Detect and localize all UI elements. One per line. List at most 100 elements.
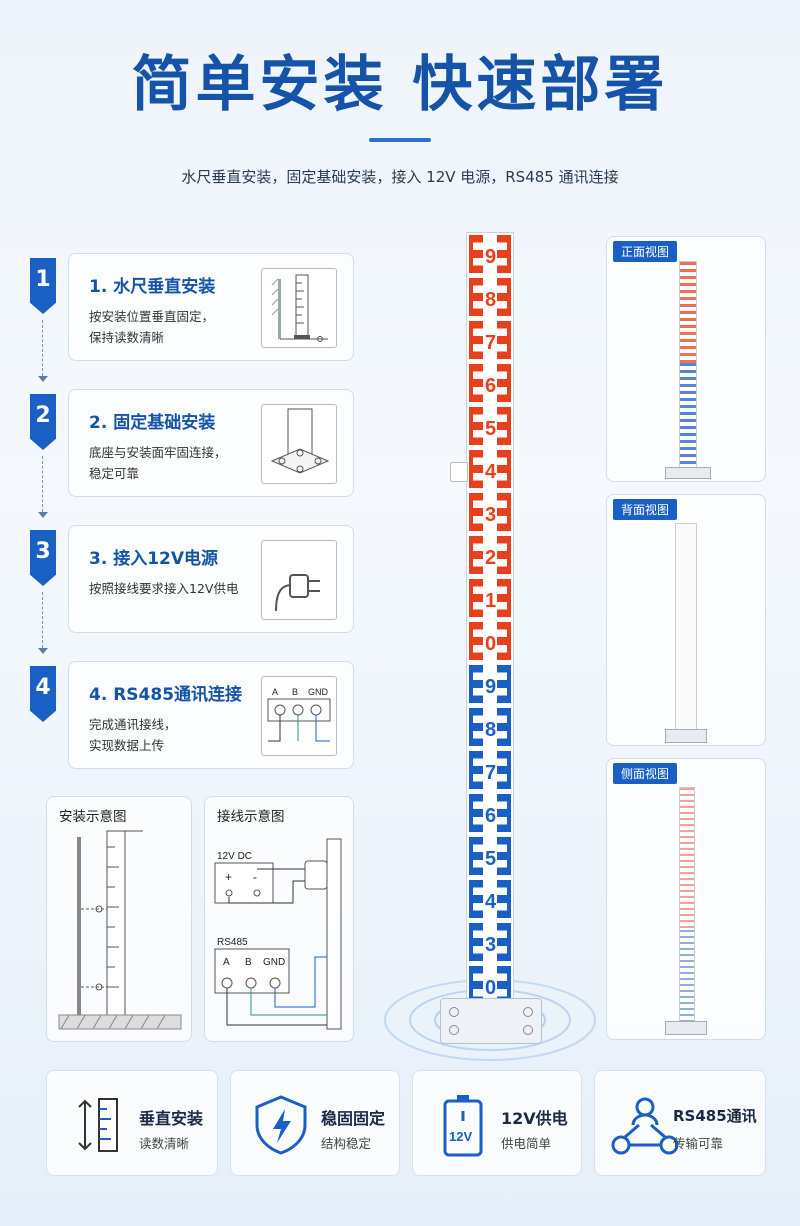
feature-title: RS485通讯	[673, 1107, 757, 1125]
vertical-install-illustration	[261, 268, 337, 348]
scale-e-mark-mirror	[497, 665, 511, 703]
scale-e-mark-mirror	[497, 235, 511, 273]
scale-e-mark	[469, 923, 483, 961]
pole-base-plate	[440, 998, 542, 1044]
scale-e-mark-mirror	[497, 493, 511, 531]
scale-e-mark	[469, 622, 483, 660]
scale-e-mark	[469, 751, 483, 789]
scale-e-mark-mirror	[497, 880, 511, 918]
scale-e-mark-mirror	[497, 407, 511, 445]
terminal-label: GND	[308, 687, 329, 697]
front-view-pole	[679, 261, 697, 473]
step-connector	[42, 456, 43, 512]
power-label: 12V DC	[217, 851, 252, 862]
scale-segment: 6	[467, 362, 513, 405]
feature-card-power: 12V 12V供电 供电简单	[412, 1070, 582, 1176]
feature-card-rs485: RS485通讯 传输可靠	[594, 1070, 766, 1176]
install-diagram	[58, 830, 182, 1030]
base-install-illustration	[261, 404, 337, 484]
step-card-1: 1. 水尺垂直安装 按安装位置垂直固定， 保持读数清晰	[68, 253, 354, 361]
battery-icon: 12V	[443, 1095, 483, 1157]
step-card-3: 3. 接入12V电源 按照接线要求接入12V供电	[68, 525, 354, 633]
step-title: 2. 固定基础安装	[89, 413, 216, 433]
scale-digit: 1	[485, 590, 497, 612]
terminal-label: B	[245, 957, 252, 968]
scale-digit: 3	[485, 934, 497, 956]
rs485-label: RS485	[217, 937, 248, 948]
step-badge-3: 3	[30, 530, 56, 586]
scale-e-mark	[469, 450, 483, 488]
scale-segment: 6	[467, 792, 513, 835]
scale-e-mark-mirror	[497, 966, 511, 1004]
page-subtitle: 水尺垂直安装，固定基础安装，接入 12V 电源，RS485 通讯连接	[181, 168, 619, 186]
scale-digit: 2	[485, 547, 497, 569]
scale-e-mark-mirror	[497, 837, 511, 875]
scale-digit: 4	[485, 891, 497, 913]
scale-e-mark-mirror	[497, 536, 511, 574]
scale-digit: 9	[485, 246, 497, 268]
scale-segment: 5	[467, 835, 513, 878]
scale-digit: 9	[485, 676, 497, 698]
step-badge-1: 1	[30, 258, 56, 314]
scale-digit: 5	[485, 418, 497, 440]
scale-e-mark-mirror	[497, 579, 511, 617]
scale-segment: 3	[467, 921, 513, 964]
front-view-card: 正面视图	[606, 236, 766, 482]
wiring-diagram: 12V DC + - RS485 A B GND	[214, 838, 342, 1030]
terminal-label: A	[223, 957, 230, 968]
scale-segment: 9	[467, 233, 513, 276]
scale-e-mark	[469, 278, 483, 316]
diagram-title: 接线示意图	[217, 809, 285, 825]
view-tag: 侧面视图	[613, 763, 678, 784]
feature-title: 12V供电	[501, 1109, 568, 1128]
feature-sub: 结构稳定	[321, 1136, 372, 1151]
scale-segment: 8	[467, 706, 513, 749]
step-title: 4. RS485通讯连接	[89, 685, 243, 705]
scale-e-mark-mirror	[497, 321, 511, 359]
terminal-label: GND	[263, 957, 285, 968]
scale-e-mark	[469, 708, 483, 746]
pole-bracket	[450, 462, 468, 482]
feature-title: 稳固固定	[321, 1109, 386, 1128]
scale-e-mark	[469, 536, 483, 574]
step-connector	[42, 320, 43, 376]
scale-segment: 0	[467, 964, 513, 1007]
network-icon	[611, 1097, 679, 1155]
scale-e-mark	[469, 665, 483, 703]
scale-e-mark	[469, 235, 483, 273]
step-title: 3. 接入12V电源	[89, 549, 219, 569]
scale-e-mark	[469, 493, 483, 531]
scale-segment: 2	[467, 534, 513, 577]
scale-e-mark-mirror	[497, 450, 511, 488]
scale-segment: 1	[467, 577, 513, 620]
view-tag: 背面视图	[613, 499, 678, 520]
connector-arrow-icon	[38, 648, 48, 654]
scale-e-mark-mirror	[497, 708, 511, 746]
step-desc: 底座与安装面牢固连接， 稳定可靠	[89, 445, 227, 481]
scale-digit: 7	[485, 332, 497, 354]
scale-digit: 4	[485, 461, 497, 483]
scale-e-mark-mirror	[497, 794, 511, 832]
step-title: 1. 水尺垂直安装	[89, 277, 216, 297]
scale-e-mark	[469, 794, 483, 832]
feature-sub: 读数清晰	[139, 1136, 190, 1151]
scale-segment: 3	[467, 491, 513, 534]
install-diagram-card: 安装示意图	[46, 796, 192, 1042]
scale-digit: 3	[485, 504, 497, 526]
scale-digit: 8	[485, 719, 497, 741]
step-desc: 按安装位置垂直固定， 保持读数清晰	[89, 309, 215, 345]
scale-segment: 5	[467, 405, 513, 448]
ruler-arrows-icon	[78, 1098, 118, 1152]
connector-arrow-icon	[38, 376, 48, 382]
view-tag: 正面视图	[613, 241, 678, 262]
side-view-card: 侧面视图	[606, 758, 766, 1040]
scale-segment: 4	[467, 448, 513, 491]
scale-e-mark-mirror	[497, 923, 511, 961]
power-plug-illustration	[261, 540, 337, 620]
step-card-4: 4. RS485通讯连接 完成通讯接线， 实现数据上传 A B GND	[68, 661, 354, 769]
scale-digit: 7	[485, 762, 497, 784]
scale-digit: 0	[485, 977, 497, 999]
scale-e-mark-mirror	[497, 622, 511, 660]
